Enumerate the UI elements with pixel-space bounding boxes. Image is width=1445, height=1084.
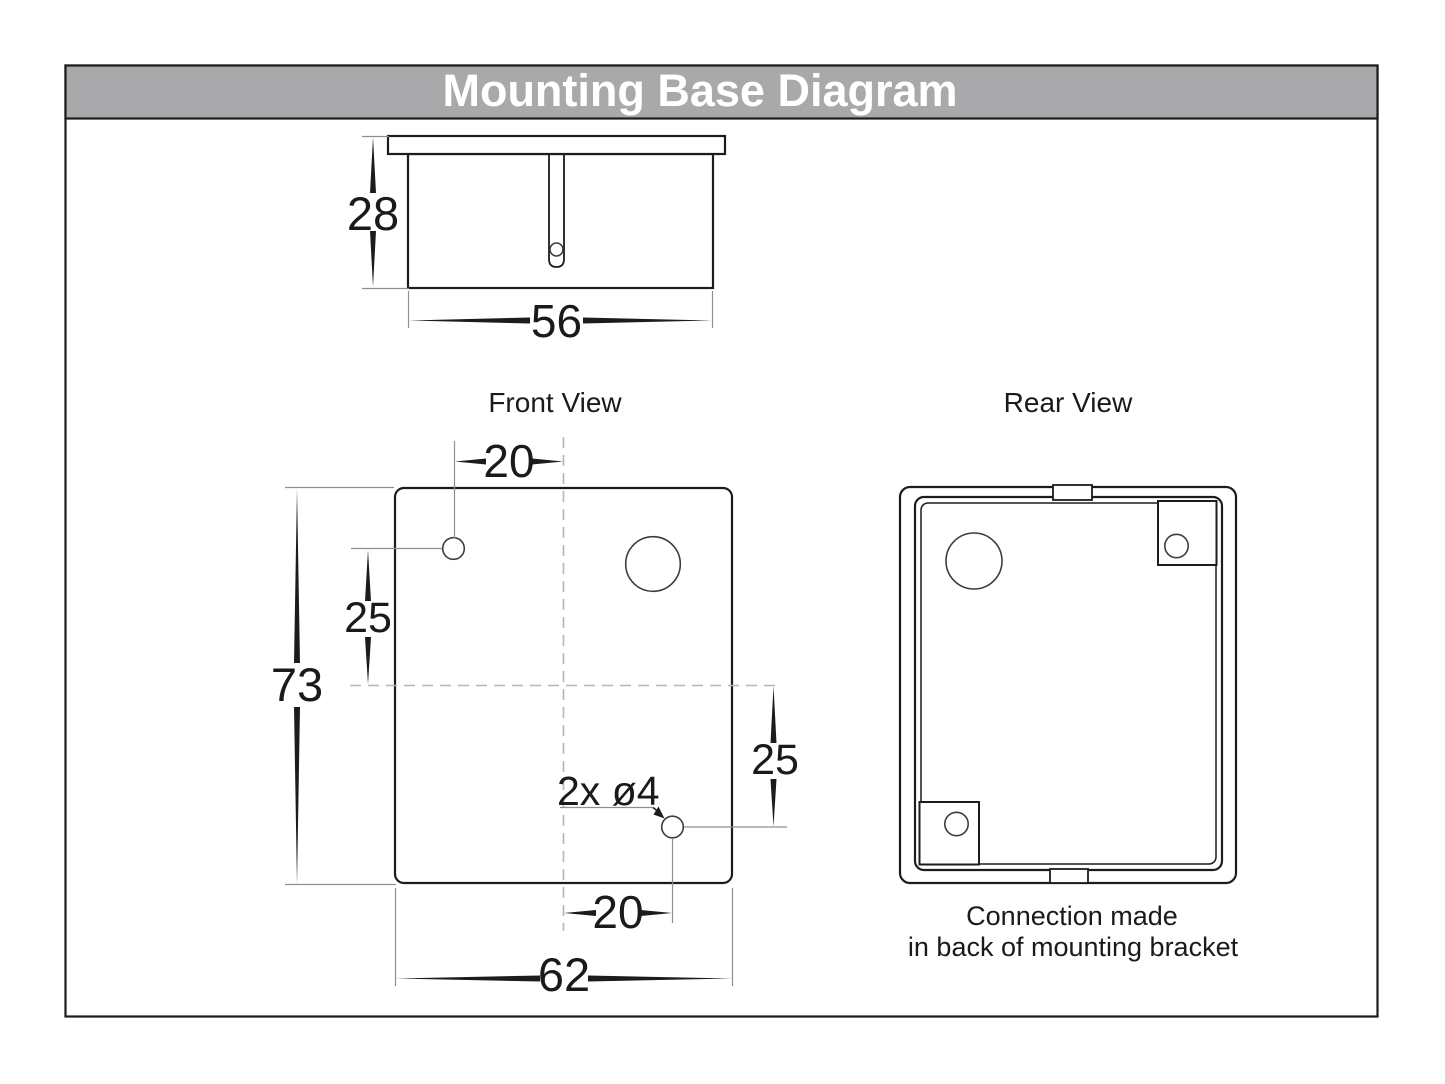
top-mounting-tab [1052,484,1093,501]
dim-arrow-right [588,975,732,982]
rear-view-caption-line1: Connection made [966,901,1178,931]
side-view-body [406,152,715,290]
side-view-slot-hole [549,242,564,257]
rear-view-label: Rear View [1004,387,1133,418]
bottom-mounting-tab [1049,868,1089,884]
dim-height-73: 73 [271,486,396,886]
dim-arrow-down [770,779,777,827]
dim-width-62: 62 [394,888,734,1001]
cable-entry-hole [624,535,682,593]
page-title: Mounting Base Diagram [442,65,957,116]
dim-arrow-up [770,686,777,743]
dim-arrow-up [365,550,371,601]
side-view-flange [386,134,727,156]
hole-callout: 2x ø4 [557,768,665,819]
dim-arrow-right [583,317,712,324]
dim-arrow-up [370,137,376,193]
screw-boss-bottom-left [918,801,980,866]
dim-arrow-right [532,458,563,465]
front-view: Front View 20 25 73 [271,387,799,1001]
dim-width-56: 56 [407,291,714,347]
dim-left-offset-25: 25 [344,547,442,685]
mounting-hole-top-left [441,536,466,561]
dim-height-28: 28 [347,135,409,290]
leader-arrowhead [653,806,665,819]
screw-hole [943,811,969,837]
title-bar [64,64,1379,120]
dim-bottom-offset-20: 20 [564,839,674,938]
dim-arrow-left [396,975,540,982]
dim-arrow-down [294,707,300,885]
dim-right-offset-25: 25 [684,686,799,828]
rear-view: Rear View Connection made in back of mou… [898,387,1239,962]
dim-arrow-left [455,458,486,465]
rear-view-caption-line2: in back of mounting bracket [908,932,1239,962]
dim-value: 62 [538,948,590,1001]
screw-boss-block [1157,500,1218,566]
dim-value: 25 [751,736,799,784]
dim-arrow-down [365,637,371,685]
mounting-hole-bottom-right [660,815,685,839]
dim-arrow-up [294,488,300,663]
front-view-label: Front View [488,387,622,418]
dim-top-offset-20: 20 [453,435,563,539]
rear-view-inner-wall [920,502,1217,865]
dim-value: 20 [592,886,643,938]
dim-value: 20 [483,435,534,487]
side-view: 28 56 [347,134,727,347]
screw-boss-top-right [1157,500,1218,566]
dim-value: 56 [531,295,582,347]
dim-value: 28 [347,187,399,240]
hole-callout-label: 2x ø4 [557,768,660,814]
dim-arrow-left [409,317,530,324]
dim-arrow-right [641,910,672,916]
screw-hole [1164,533,1190,559]
side-view-slot [548,154,565,268]
rear-cable-entry-hole [945,532,1003,590]
dim-arrow-left [564,910,596,916]
dim-value: 73 [271,658,323,711]
dim-arrow-down [370,231,376,287]
dim-value: 25 [344,594,392,642]
